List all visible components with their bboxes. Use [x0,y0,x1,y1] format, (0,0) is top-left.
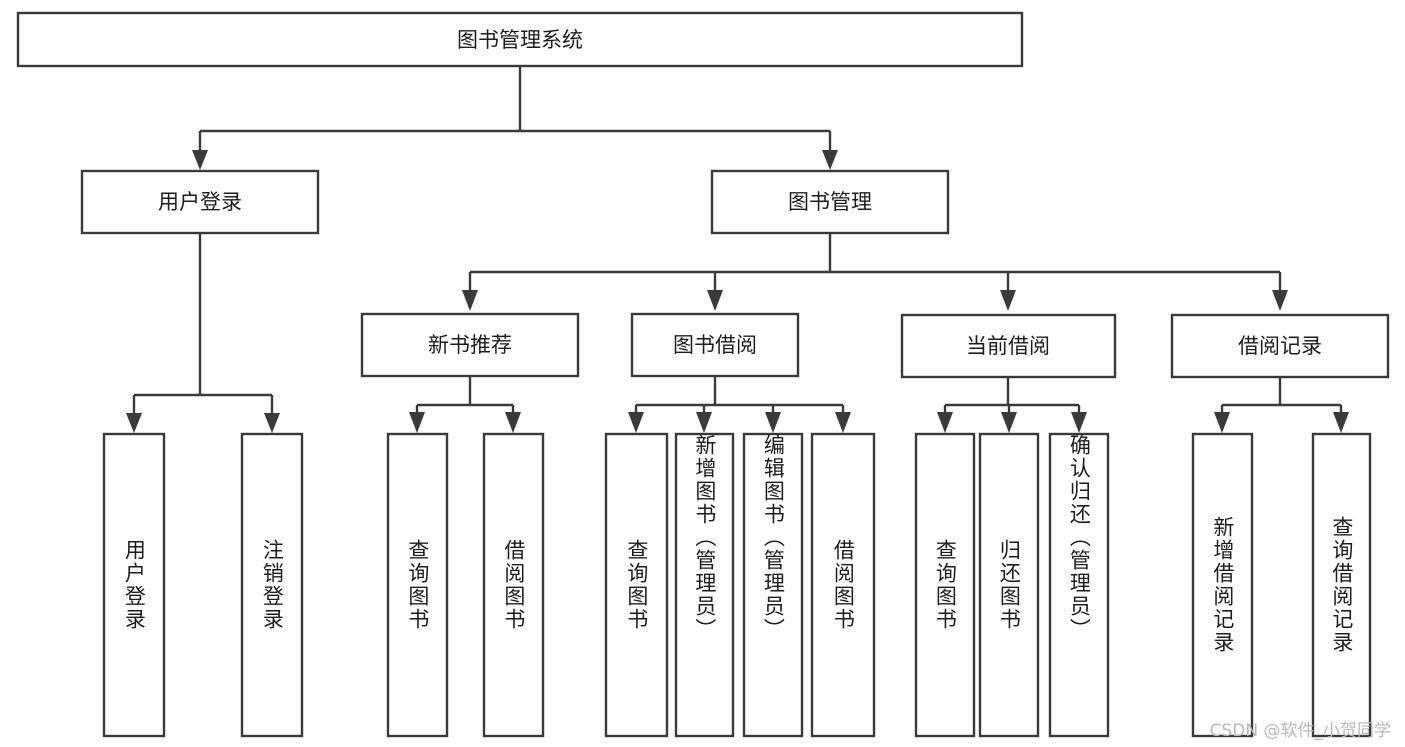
node-l1-box[interactable] [102,432,166,738]
edge-newbook-bus [415,377,515,414]
node-records-box[interactable] [1170,313,1390,379]
edge-current-bus [943,378,1081,414]
node-borrow[interactable]: 图书借阅 [630,312,800,378]
node-root-box[interactable] [16,11,1024,68]
node-current-box[interactable] [900,313,1117,379]
arrow-newbook-to-n1 [409,412,425,433]
edge-borrow-bus [634,377,845,414]
node-r1-box[interactable] [1191,432,1254,738]
node-login[interactable]: 用户登录 [80,169,320,235]
node-b1-box[interactable] [604,432,669,738]
node-newbook-label: 新书推荐 [428,333,512,357]
node-c3-box[interactable] [1048,432,1110,738]
node-c2-box[interactable] [978,432,1040,738]
arrow-bookmgmt-to-current [1000,290,1016,311]
node-records[interactable]: 借阅记录 [1170,313,1390,379]
node-bookmgmt-label: 图书管理 [788,190,872,214]
node-newbook-box[interactable] [360,312,580,378]
arrow-bookmgmt-to-borrow [707,290,723,311]
leaf-box-layer [102,432,1372,738]
arrow-records-to-r1 [1214,412,1230,433]
node-b2-box[interactable] [674,432,735,738]
node-root-label: 图书管理系统 [457,28,583,52]
node-newbook[interactable]: 新书推荐 [360,312,580,378]
arrow-bookmgmt-to-records [1272,290,1288,311]
node-bookmgmt-box[interactable] [710,169,950,235]
node-borrow-label: 图书借阅 [673,333,757,357]
arrow-borrow-to-b3 [765,412,781,433]
node-borrow-box[interactable] [630,312,800,378]
arrow-login-to-l2 [264,413,280,433]
node-l2-box[interactable] [240,432,304,738]
arrow-borrow-to-b4 [835,412,851,433]
arrow-current-to-c3 [1071,412,1087,433]
node-records-label: 借阅记录 [1238,334,1322,358]
node-bookmgmt[interactable]: 图书管理 [710,169,950,235]
arrow-root-to-login [192,150,208,170]
node-c1-box[interactable] [914,432,976,738]
node-b4-box[interactable] [810,432,876,738]
node-r2-box[interactable] [1311,432,1372,738]
edge-records-bus [1220,378,1343,414]
arrow-current-to-c1 [937,412,953,433]
edge-root-bus [198,66,832,150]
node-current[interactable]: 当前借阅 [900,313,1117,379]
edge-bookmgmt-bus [468,234,1282,290]
arrow-login-to-l1 [126,413,142,433]
node-b3-box[interactable] [742,432,804,738]
node-root[interactable]: 图书管理系统 [16,11,1024,68]
node-current-label: 当前借阅 [966,334,1050,358]
arrow-records-to-r2 [1333,412,1349,433]
node-n2-box[interactable] [482,432,545,738]
arrow-borrow-to-b1 [628,412,644,433]
arrow-bookmgmt-to-newbook [462,290,478,311]
node-login-label: 用户登录 [158,190,242,214]
arrow-current-to-c2 [1001,412,1017,433]
node-n1-box[interactable] [386,432,449,738]
connector-layer [126,66,1349,433]
arrow-newbook-to-n2 [505,412,521,433]
arrow-root-to-bookmgmt [822,150,838,170]
arrow-borrow-to-b2 [696,412,712,433]
edge-login-bus [132,234,274,413]
node-login-box[interactable] [80,169,320,235]
